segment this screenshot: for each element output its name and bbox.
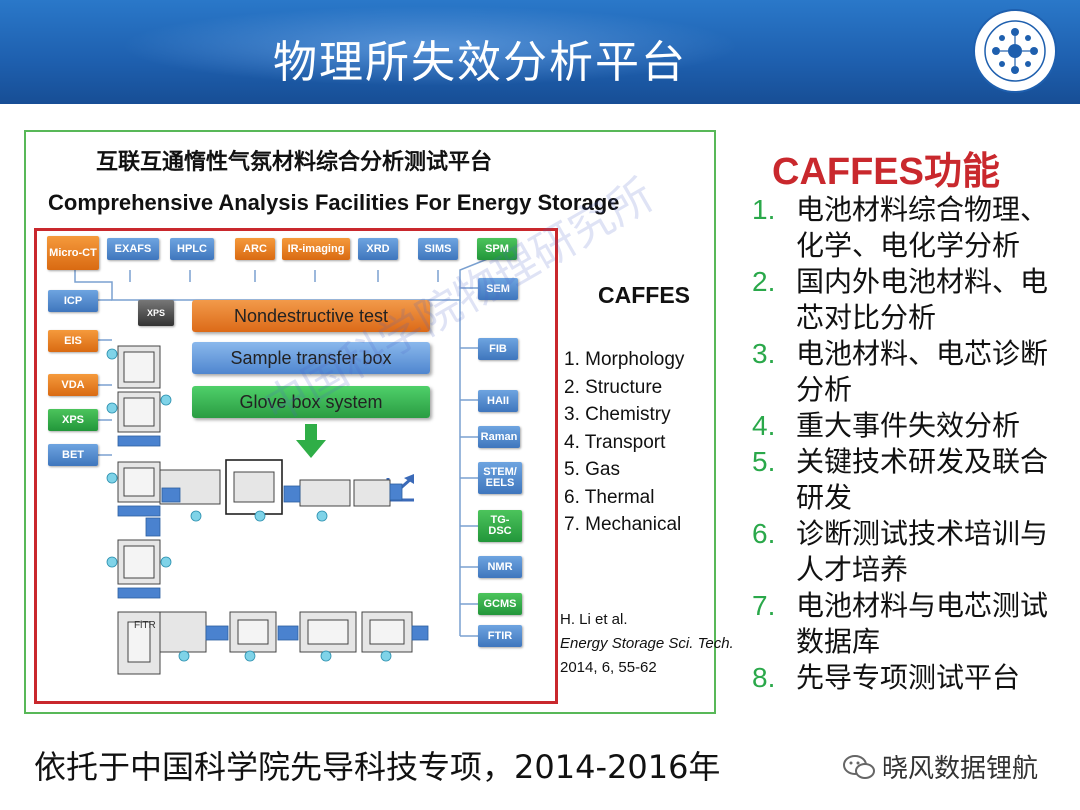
diagram-title-cn: 互联互通惰性气氛材料综合分析测试平台 <box>95 150 492 175</box>
function-item: 5.关键技术研发及联合研发 <box>752 445 1049 514</box>
wechat-account-name: 晓风数据锂航 <box>882 754 1039 784</box>
tag-gcms: GCMS <box>478 593 522 615</box>
tag-stem-eels: STEM/ EELS <box>478 462 522 494</box>
tag-haii: HAII <box>478 390 518 412</box>
diagram-title-en: Comprehensive Analysis Facilities For En… <box>48 190 620 215</box>
citation-authors: H. Li et al. <box>560 611 628 628</box>
page-title: 物理所失效分析平台 <box>273 37 687 88</box>
caffes-item: 3. Chemistry <box>564 404 671 425</box>
tag-sem: SEM <box>478 278 518 300</box>
caffes-item: 5. Gas <box>564 459 620 480</box>
caffes-item: 1. Morphology <box>564 349 685 370</box>
tag-xrd: XRD <box>358 238 398 260</box>
tag-arc: ARC <box>235 238 275 260</box>
glovebox-layout-drawing <box>106 345 429 675</box>
tag-micro-ct: Micro-CT <box>47 236 99 270</box>
bar-nondestructive-test: Nondestructive test <box>192 300 430 332</box>
tag-bet: BET <box>48 444 98 466</box>
citation-journal: Energy Storage Sci. Tech. <box>560 635 734 652</box>
tag-nmr: NMR <box>478 556 522 578</box>
wechat-account: 晓风数据锂航 <box>842 748 1038 785</box>
functions-title: CAFFES功能 <box>772 151 1001 193</box>
header-bar <box>0 0 1080 104</box>
function-item: 6.诊断测试技术培训与人才培养 <box>752 517 1049 586</box>
citation: H. Li et al. Energy Storage Sci. Tech. 2… <box>560 608 734 680</box>
tag-exafs: EXAFS <box>107 238 159 260</box>
footer-text: 依托于中国科学院先导科技专项，2014-2016年 <box>34 748 721 786</box>
tag-fib: FIB <box>478 338 518 360</box>
function-item: 8.先导专项测试平台 <box>752 661 1021 694</box>
header-glow <box>120 6 740 86</box>
tag-tg-dsc: TG- DSC <box>478 510 522 542</box>
function-item: 2.国内外电池材料、电芯对比分析 <box>752 265 1049 334</box>
caffes-label: CAFFES <box>598 282 690 308</box>
tag-eis: EIS <box>48 330 98 352</box>
bar-glove-box-system: Glove box system <box>192 386 430 418</box>
tag-hplc: HPLC <box>170 238 214 260</box>
tag-icp: ICP <box>48 290 98 312</box>
caffes-item: 4. Transport <box>564 431 666 453</box>
platform-frame <box>34 228 558 704</box>
tag-sims: SIMS <box>418 238 458 260</box>
function-item: 3.电池材料、电芯诊断分析 <box>752 337 1049 406</box>
bar-sample-transfer-box: Sample transfer box <box>192 342 430 374</box>
functions-list: 1.电池材料综合物理、化学、电化学分析 2.国内外电池材料、电芯对比分析 3.电… <box>752 192 1072 696</box>
function-item: 1.电池材料综合物理、化学、电化学分析 <box>752 193 1049 262</box>
wechat-icon <box>843 754 875 779</box>
down-arrow-icon <box>296 424 326 458</box>
caffes-list: 1. Morphology 2. Structure 3. Chemistry … <box>564 346 684 539</box>
tag-xps-left: XPS <box>48 409 98 431</box>
cas-logo-icon <box>973 9 1057 93</box>
citation-ref: 2014, 6, 55-62 <box>560 659 657 676</box>
function-item: 4.重大事件失效分析 <box>752 409 1021 442</box>
caffes-item: 6. Thermal <box>564 486 655 508</box>
tag-vda: VDA <box>48 374 98 396</box>
caffes-item: 2. Structure <box>564 376 663 398</box>
station-fitr: FiTR <box>134 620 156 631</box>
xps-chamber: XPS <box>138 300 174 326</box>
tag-ftir: FTIR <box>478 625 522 647</box>
function-item: 7.电池材料与电芯测试数据库 <box>752 589 1049 658</box>
tag-raman: Raman <box>478 426 520 448</box>
caffes-item: 7. Mechanical <box>564 514 682 535</box>
tag-ir-imaging: IR-imaging <box>282 238 350 260</box>
tag-spm: SPM <box>477 238 517 260</box>
